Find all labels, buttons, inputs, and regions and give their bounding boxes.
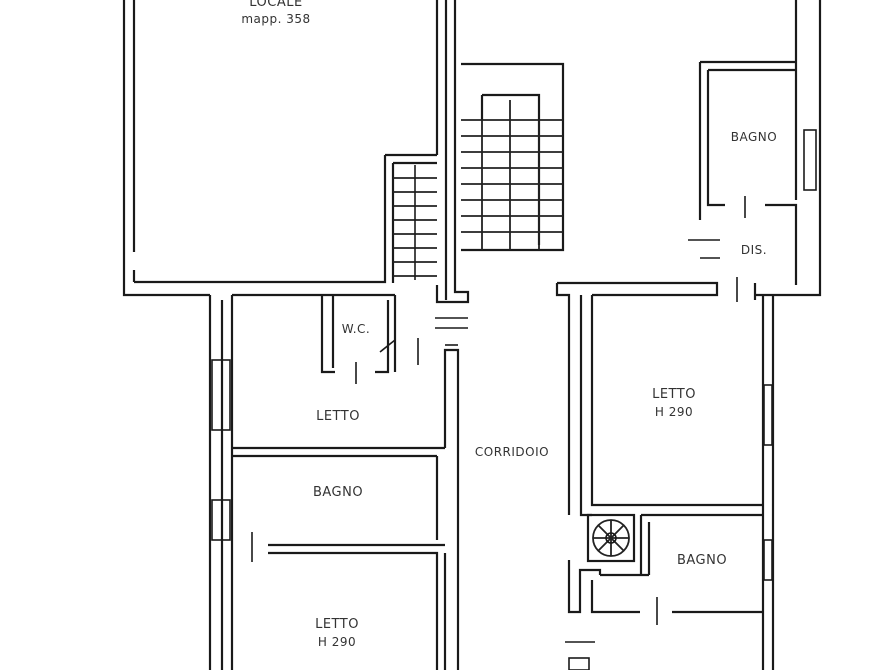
letto-left-label: LETTO xyxy=(316,409,360,424)
bagno-left-label: BAGNO xyxy=(313,485,363,500)
bagno-top-label: BAGNO xyxy=(731,130,777,144)
top-room-ref: mapp. 358 xyxy=(241,12,310,26)
letto-right-height: H 290 xyxy=(655,405,693,419)
wc-walls xyxy=(320,295,468,384)
upper-right-walls xyxy=(688,0,822,297)
left-staircase xyxy=(385,153,437,283)
bagno-right-label: BAGNO xyxy=(677,553,727,568)
corridoio-label: CORRIDOIO xyxy=(475,445,549,459)
dis-label: DIS. xyxy=(741,243,767,257)
right-bedroom-walls xyxy=(555,277,775,670)
letto-bottom-label: LETTO xyxy=(315,617,359,632)
top-room-name: LOCALE xyxy=(249,0,302,10)
spiral-staircase xyxy=(586,513,636,563)
central-staircase xyxy=(461,62,565,252)
letto-right-label: LETTO xyxy=(652,387,696,402)
wc-label: W.C. xyxy=(342,322,371,336)
letto-bottom-height: H 290 xyxy=(318,635,356,649)
left-rooms-walls xyxy=(208,295,460,670)
room-upper-left-walls xyxy=(122,0,470,304)
lower-right-bath-walls xyxy=(565,513,773,670)
